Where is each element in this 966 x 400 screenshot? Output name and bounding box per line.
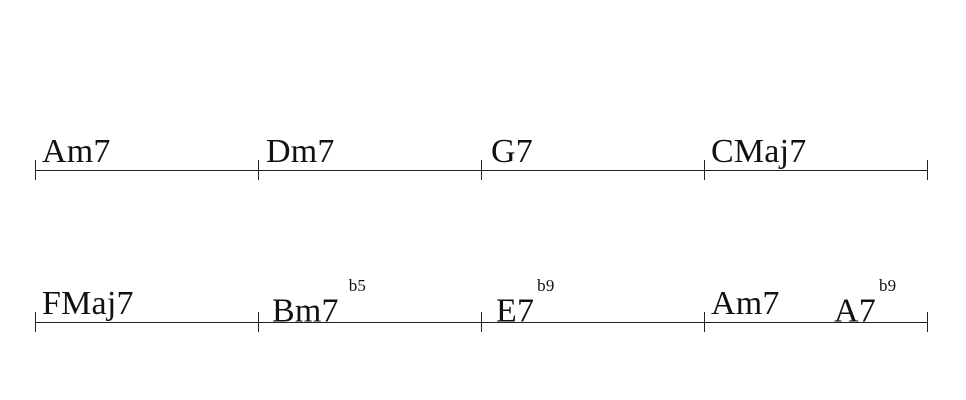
barline: [704, 312, 705, 332]
barline: [927, 312, 928, 332]
barline: [481, 312, 482, 332]
chord-root: FMaj7: [42, 285, 134, 322]
chord-symbol: A7b9: [834, 276, 896, 330]
chord-symbol: E7b9: [496, 276, 555, 330]
chord-root: A7: [834, 292, 876, 330]
chord-row-2: FMaj7 Bm7b5 E7b9 Am7 A7b9: [0, 272, 966, 332]
barline: [927, 160, 928, 180]
chord-symbol: G7: [491, 134, 533, 170]
barline: [35, 160, 36, 180]
chord-symbol: CMaj7: [711, 134, 806, 170]
chord-symbol: Bm7 b5: [272, 276, 366, 330]
chord-root: CMaj7: [711, 133, 807, 170]
barline: [258, 312, 259, 332]
chord-symbol: Am7: [711, 286, 780, 322]
chord-row-1: Am7 Dm7 G7 CMaj7: [0, 120, 966, 180]
chord-root: E7: [496, 292, 535, 330]
chord-extension: b5: [348, 276, 367, 295]
chord-root: Bm7: [272, 292, 339, 330]
barline: [258, 160, 259, 180]
chord-root: Am7: [42, 133, 111, 170]
chord-symbol: FMaj7: [42, 286, 134, 322]
chord-root: Dm7: [266, 133, 335, 170]
chord-symbol: Dm7: [266, 134, 335, 170]
chord-extension: b9: [878, 276, 897, 295]
chord-symbol: Am7: [42, 134, 111, 170]
barline: [704, 160, 705, 180]
chord-root: Am7: [711, 285, 780, 322]
chord-extension: b9: [537, 276, 555, 295]
barline: [481, 160, 482, 180]
chord-root: G7: [491, 133, 533, 170]
barline: [35, 312, 36, 332]
